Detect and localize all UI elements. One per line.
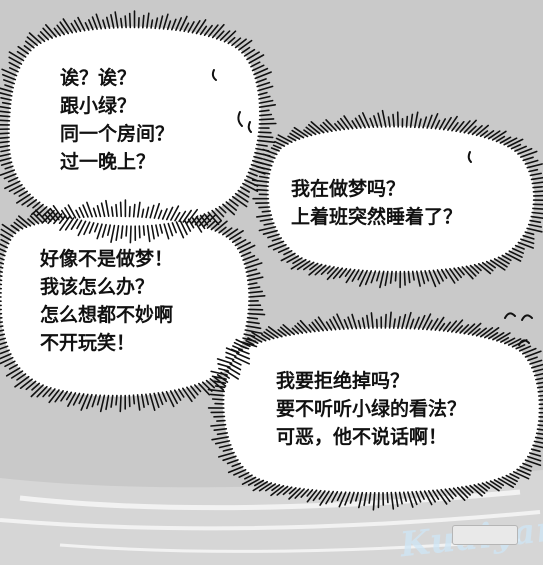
bubble-4-text: 我要拒绝掉吗？ 要不听听小绿的看法？ 可恶，他不说话啊！ (276, 367, 466, 451)
watermark-badge (452, 525, 518, 545)
bubble-2-text: 我在做梦吗？ 上着班突然睡着了？ (291, 175, 462, 231)
speech-bubble-1 (8, 26, 261, 228)
bubble-2-line-2: 上着班突然睡着了？ (291, 206, 463, 228)
bubble-1-line-2: 跟小绿？ (60, 95, 137, 117)
bubble-4-line-1: 我要拒绝掉吗？ (276, 370, 410, 392)
bubble-1-text: 诶？诶？ 跟小绿？ 同一个房间？ 过一晚上？ (60, 64, 174, 176)
bubble-3-line-1: 好像不是做梦！ (40, 248, 174, 270)
bubble-1-line-4: 过一晚上？ (60, 151, 156, 173)
bubble-4-line-3: 可恶，他不说话啊！ (276, 426, 448, 448)
bubble-2-line-1: 我在做梦吗？ (291, 178, 406, 200)
bubble-edge-hatching (0, 10, 543, 511)
bubble-4-line-2: 要不听听小绿的看法？ (276, 398, 467, 420)
bubble-3-line-2: 我该怎么办？ (40, 276, 155, 298)
bubble-3-text: 好像不是做梦！ 我该怎么办？ 怎么想都不妙啊 不开玩笑！ (40, 245, 173, 357)
bubble-1-line-1: 诶？诶？ (60, 67, 137, 89)
bubble-3-line-3: 怎么想都不妙啊 (40, 304, 174, 326)
bubble-1-line-3: 同一个房间？ (60, 123, 175, 145)
speech-bubble-3 (0, 215, 250, 397)
speech-bubble-2 (266, 125, 535, 273)
speech-bubble-4 (222, 326, 541, 494)
bubble-3-line-4: 不开玩笑！ (40, 332, 136, 354)
